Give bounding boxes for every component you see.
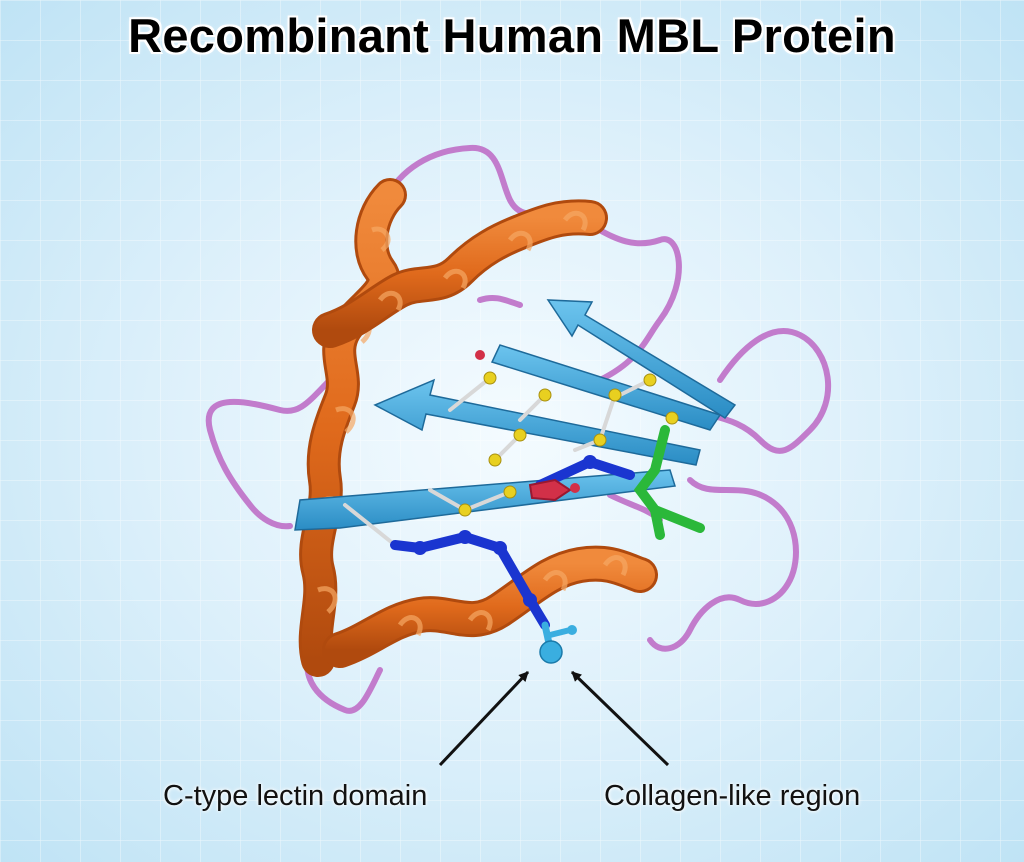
- metal-ion: [539, 621, 577, 664]
- alpha-helix-top: [312, 199, 608, 348]
- arrow-left: [438, 670, 530, 767]
- label-c-type-lectin-domain: C-type lectin domain: [163, 780, 428, 812]
- alpha-helix-bottom: [322, 545, 658, 668]
- residue-blue-atoms: [413, 455, 597, 607]
- alpha-helix-left: [298, 178, 407, 677]
- arrow-right: [570, 670, 670, 767]
- residue-green: [633, 425, 705, 540]
- page-title: Recombinant Human MBL Protein: [128, 9, 896, 62]
- loop-coil: [205, 144, 832, 714]
- label-collagen-like-region: Collagen-like region: [604, 780, 861, 812]
- residue-red: [475, 350, 580, 502]
- sulfur-atoms: [458, 371, 679, 517]
- pointer-arrows: [438, 670, 670, 767]
